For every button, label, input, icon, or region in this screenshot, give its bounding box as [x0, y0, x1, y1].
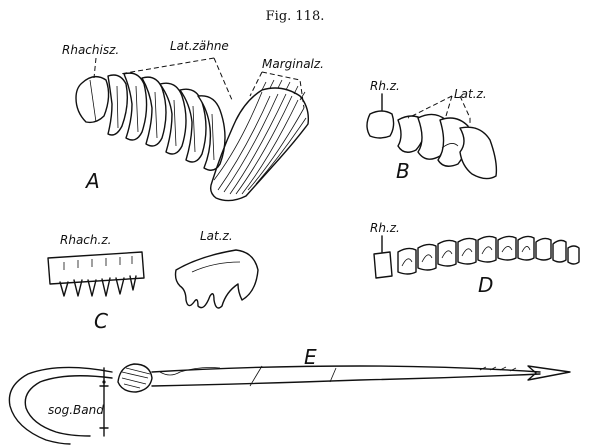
panel-a-letter: A — [84, 169, 100, 193]
panel-d-lateral-teeth — [398, 236, 579, 274]
panel-b-rhachis-tooth — [367, 111, 394, 138]
panel-e-band-marker — [100, 368, 108, 436]
panel-c-label-rhachis: Rhach.z. — [60, 233, 111, 247]
panel-b-lateral-teeth — [398, 114, 496, 178]
panel-a-label-marginal: Marginalz. — [262, 57, 324, 71]
panel-b: Rh.z. Lat.z. B — [367, 79, 496, 183]
panel-a-rhachis-tooth — [76, 77, 109, 123]
panel-c-lateral-tooth — [176, 250, 259, 308]
panel-c-rhachis-tooth — [48, 252, 144, 296]
panel-b-label-lateral: Lat.z. — [454, 87, 487, 101]
panel-a-lateral-teeth — [108, 73, 225, 170]
panel-a-label-lateral: Lat.zähne — [170, 39, 229, 53]
panel-c-label-lateral: Lat.z. — [200, 229, 233, 243]
panel-c: Rhach.z. Lat.z. C — [48, 229, 258, 333]
panel-b-label-rhachis: Rh.z. — [370, 79, 400, 93]
panel-d-letter: D — [478, 273, 493, 297]
figure-caption: Fig. 118. — [266, 9, 325, 24]
panel-b-letter: B — [396, 159, 410, 183]
panel-d: Rh.z. D — [370, 221, 579, 297]
panel-e-label-band: sog.Band — [48, 403, 104, 417]
panel-a-label-rhachis: Rhachisz. — [62, 43, 119, 57]
panel-e-letter: E — [304, 345, 317, 369]
panel-c-letter: C — [94, 309, 108, 333]
panel-d-rhachis-tooth — [374, 252, 392, 278]
panel-a: Rhachisz. Lat.zähne Marginalz. A — [62, 39, 324, 201]
panel-e: sog.Band E — [9, 345, 570, 444]
panel-d-label-rhachis: Rh.z. — [370, 221, 400, 235]
